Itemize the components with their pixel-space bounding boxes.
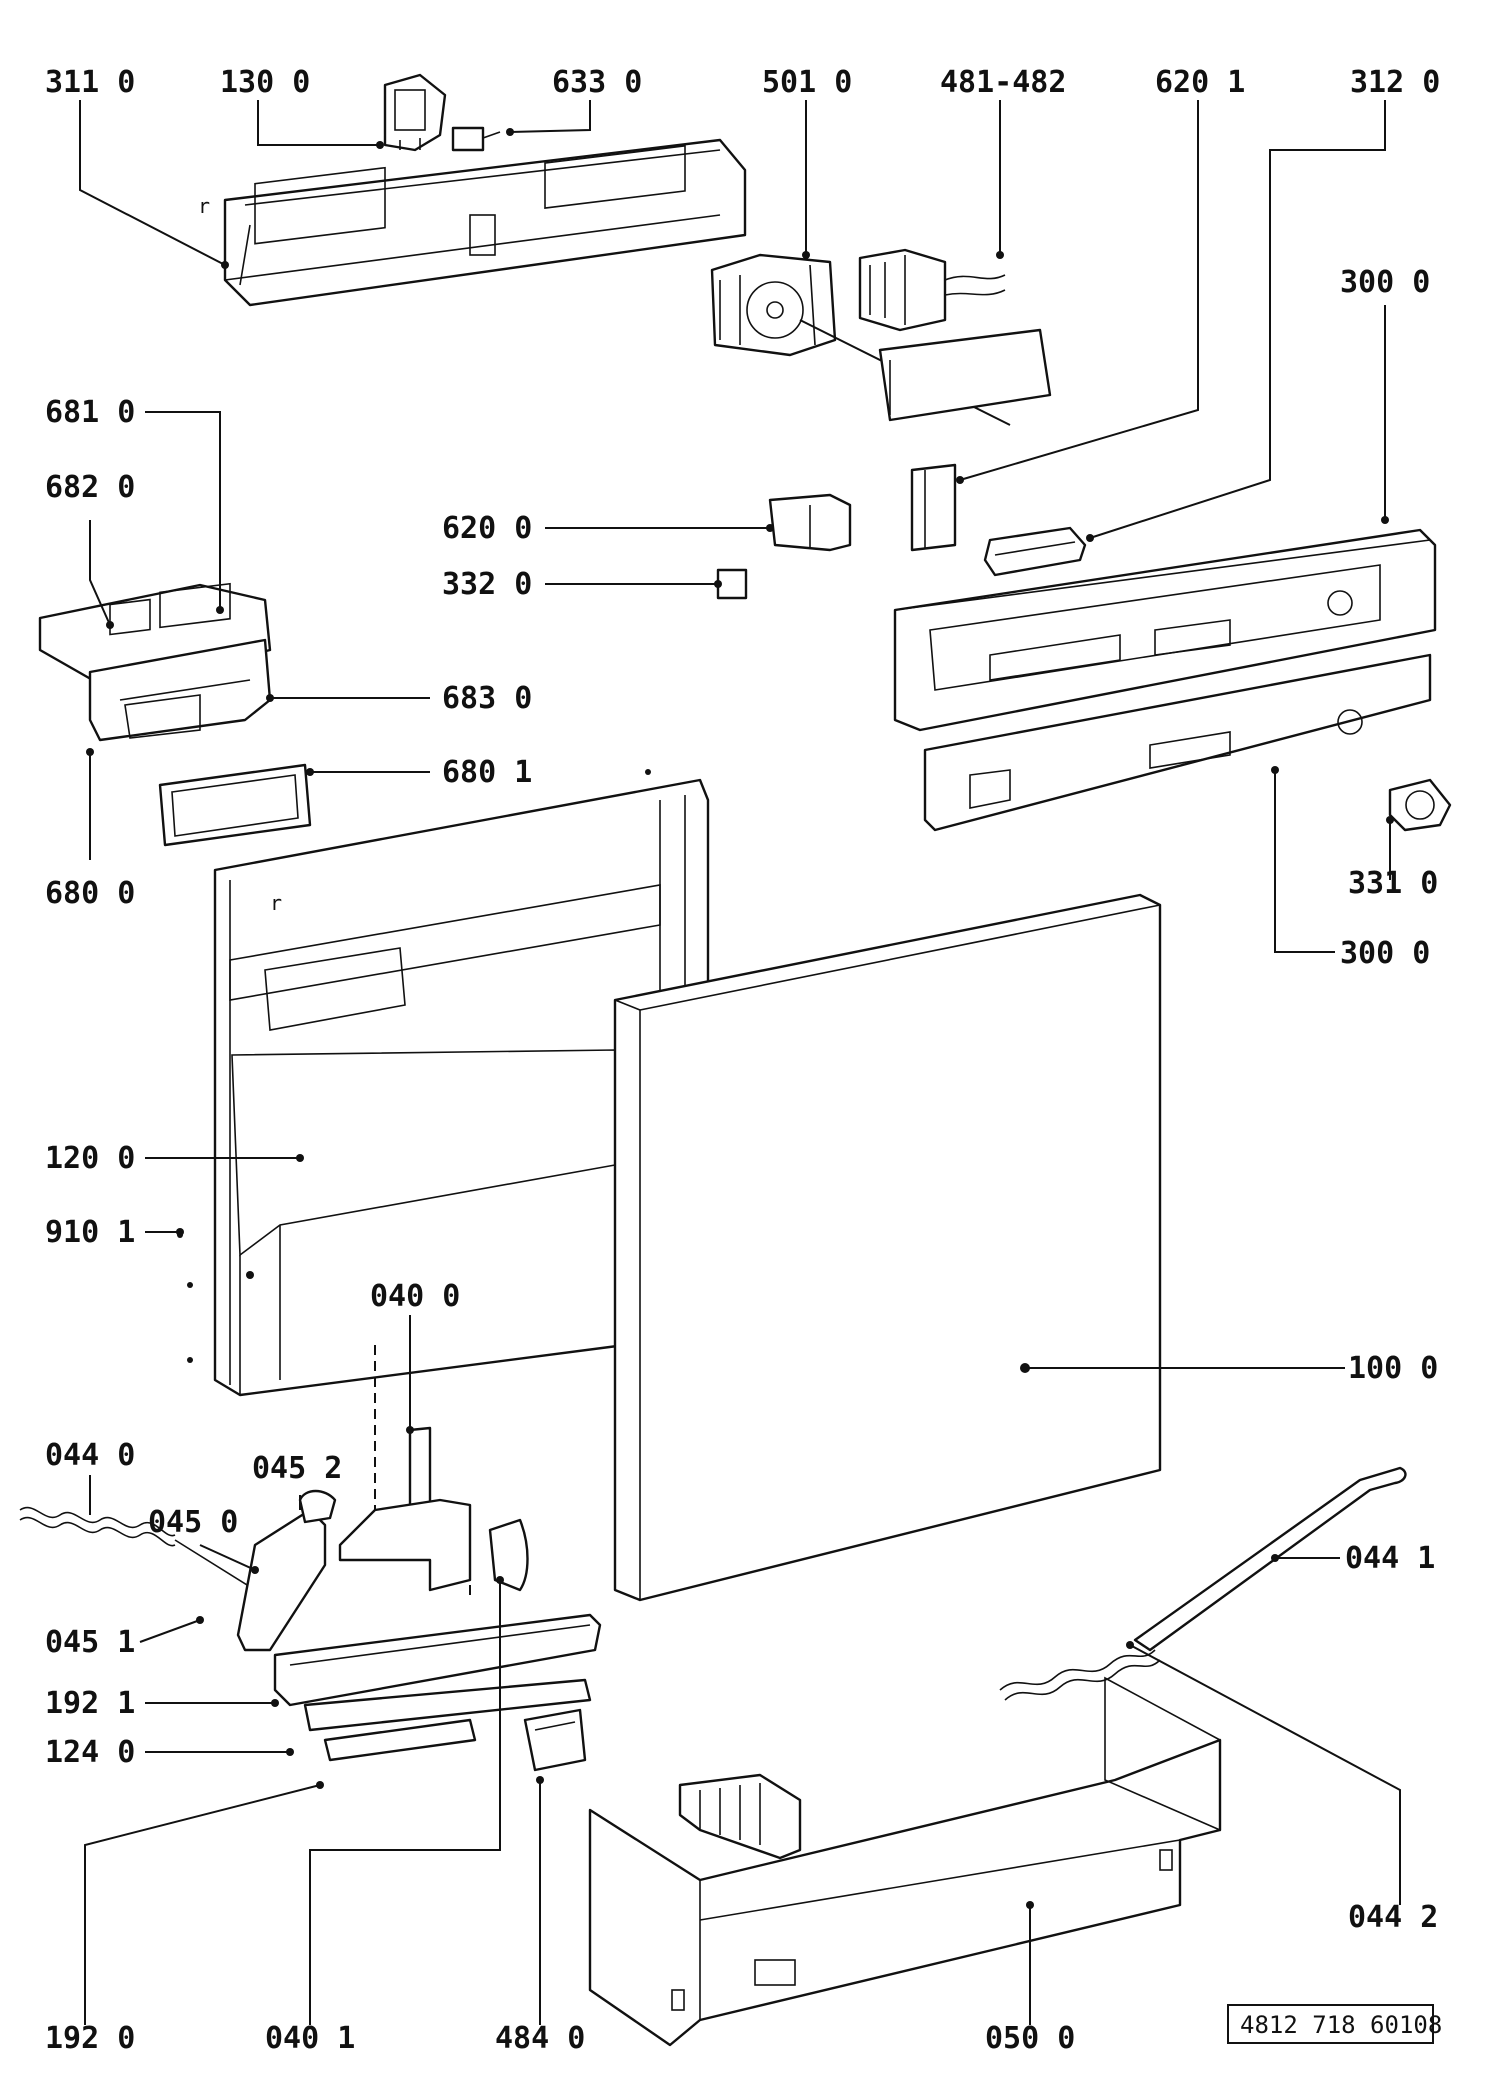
label-045-2: 045 2 bbox=[252, 1451, 342, 1486]
label-312-0: 312 0 bbox=[1350, 65, 1440, 100]
control-panel-300 bbox=[893, 528, 1437, 732]
label-300-0-top: 300 0 bbox=[1340, 265, 1430, 300]
spring-044-2 bbox=[999, 1649, 1161, 1701]
hinge-plate-040-1 bbox=[488, 1518, 529, 1592]
filter-block bbox=[678, 1773, 802, 1860]
kick-plate-050 bbox=[588, 1676, 1222, 2047]
part-633 bbox=[451, 126, 501, 152]
bracket-620-1 bbox=[910, 463, 957, 552]
label-045-1: 045 1 bbox=[45, 1625, 135, 1660]
spring-arm-044-1 bbox=[1133, 1466, 1407, 1652]
label-680-1: 680 1 bbox=[442, 755, 532, 790]
label-044-0: 044 0 bbox=[45, 1438, 135, 1473]
label-124-0: 124 0 bbox=[45, 1735, 135, 1770]
control-panel-front-300 bbox=[923, 653, 1432, 832]
inner-door-frame-120: r bbox=[213, 778, 710, 1397]
label-332-0: 332 0 bbox=[442, 567, 532, 602]
hinge-arm-045 bbox=[236, 1489, 337, 1652]
rail-124 bbox=[303, 1678, 592, 1732]
handle-312 bbox=[983, 526, 1087, 577]
label-120-0: 120 0 bbox=[45, 1141, 135, 1176]
label-040-0: 040 0 bbox=[370, 1279, 460, 1314]
dispenser-seal-680-1 bbox=[158, 763, 312, 847]
label-192-1: 192 1 bbox=[45, 1686, 135, 1721]
label-311-0: 311 0 bbox=[45, 65, 135, 100]
label-620-0: 620 0 bbox=[442, 511, 532, 546]
connector-481-482 bbox=[858, 248, 1006, 332]
label-484-0: 484 0 bbox=[495, 2021, 585, 2056]
rail-192-0 bbox=[323, 1718, 477, 1762]
rail-192-1 bbox=[273, 1613, 602, 1707]
spring-044-left bbox=[19, 1506, 256, 1591]
marker-r-frame: r bbox=[270, 891, 282, 915]
label-620-1: 620 1 bbox=[1155, 65, 1245, 100]
label-331-0: 331 0 bbox=[1348, 866, 1438, 901]
label-633-0: 633 0 bbox=[552, 65, 642, 100]
label-682-0: 682 0 bbox=[45, 470, 135, 505]
label-040-1: 040 1 bbox=[265, 2021, 355, 2056]
relay-620 bbox=[768, 493, 852, 552]
detergent-dispenser bbox=[38, 582, 272, 742]
label-501-0: 501 0 bbox=[762, 65, 852, 100]
control-bracket-311: r bbox=[198, 138, 747, 307]
part-labels: 311 0 130 0 633 0 501 0 481-482 620 1 31… bbox=[45, 65, 1440, 2056]
label-300-0-bottom: 300 0 bbox=[1340, 936, 1430, 971]
label-130-0: 130 0 bbox=[220, 65, 310, 100]
part-484 bbox=[523, 1708, 587, 1772]
label-680-0: 680 0 bbox=[45, 876, 135, 911]
hinge-bracket-040 bbox=[338, 1345, 472, 1595]
switch-130 bbox=[383, 73, 447, 152]
label-481-482: 481-482 bbox=[940, 65, 1066, 100]
label-044-2: 044 2 bbox=[1348, 1900, 1438, 1935]
outer-door-panel-100 bbox=[613, 893, 1162, 1602]
attach-dots bbox=[86, 128, 1394, 1909]
drawing-number: 4812 718 60108 bbox=[1240, 2011, 1442, 2039]
label-192-0: 192 0 bbox=[45, 2021, 135, 2056]
label-683-0: 683 0 bbox=[442, 681, 532, 716]
part-332 bbox=[716, 568, 748, 600]
knob-331 bbox=[1388, 778, 1452, 832]
label-910-1: 910 1 bbox=[45, 1215, 135, 1250]
label-044-1: 044 1 bbox=[1345, 1541, 1435, 1576]
label-050-0: 050 0 bbox=[985, 2021, 1075, 2056]
label-045-0: 045 0 bbox=[148, 1505, 238, 1540]
label-100-0: 100 0 bbox=[1348, 1351, 1438, 1386]
leader-lines bbox=[79, 100, 1401, 2025]
drawing-number-box: 4812 718 60108 bbox=[1227, 2004, 1442, 2044]
label-681-0: 681 0 bbox=[45, 395, 135, 430]
marker-r-top: r bbox=[198, 194, 210, 218]
programmer-mounting-plate bbox=[878, 328, 1052, 422]
